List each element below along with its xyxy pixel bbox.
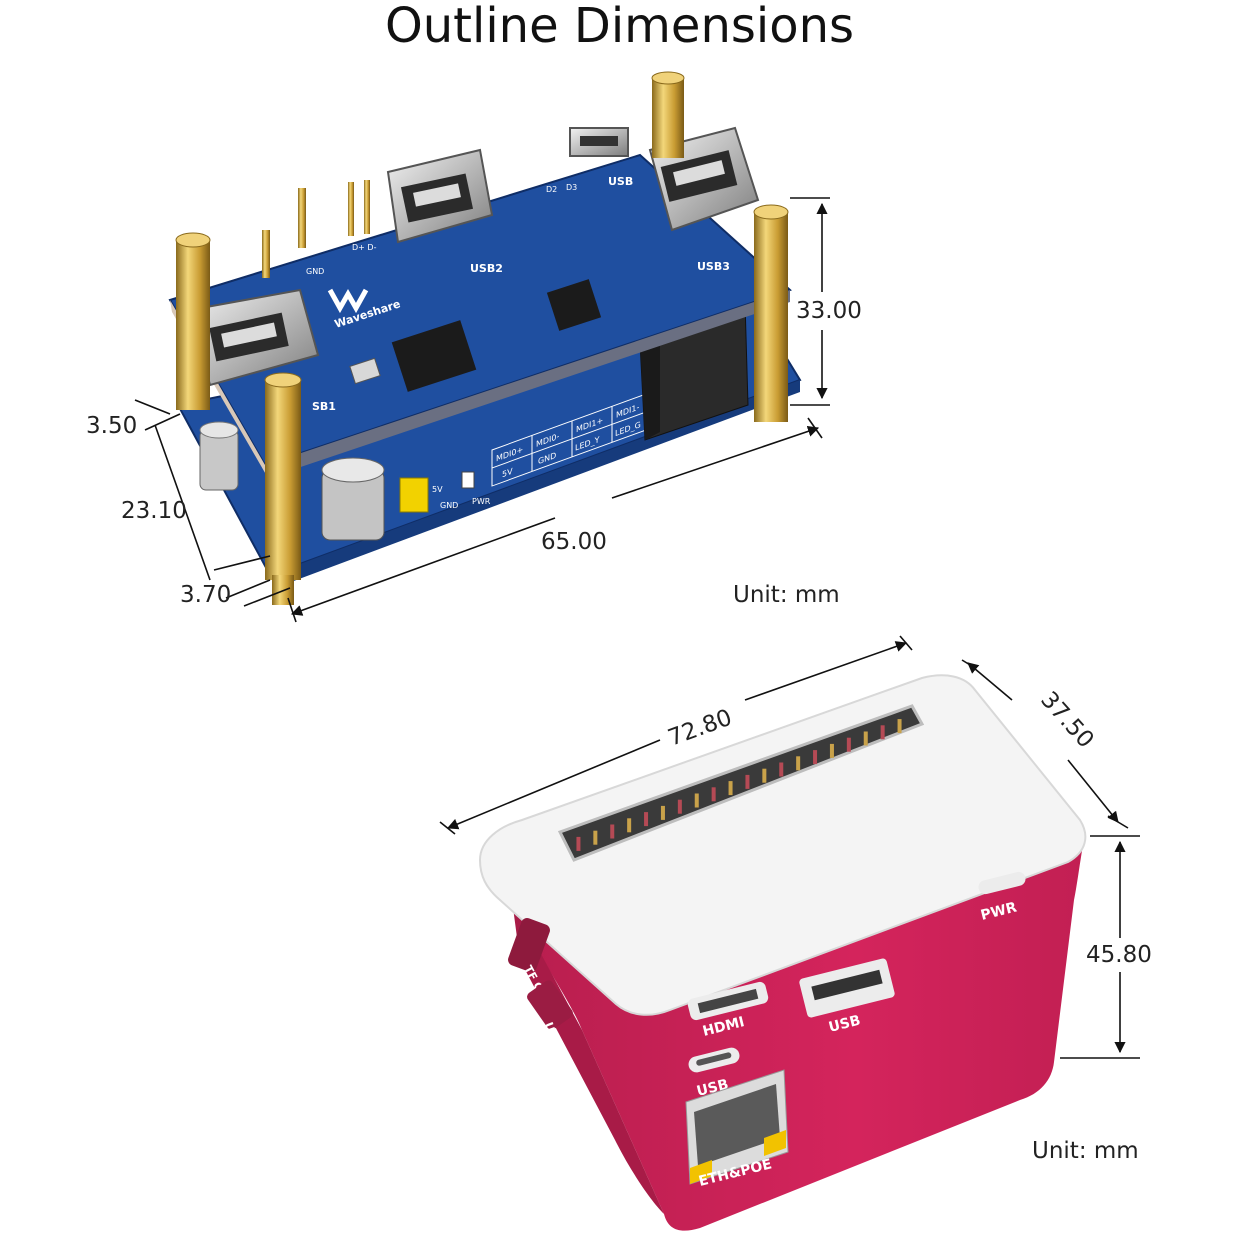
gpio-pin	[677, 799, 682, 814]
standoff-back-left	[175, 232, 211, 410]
case-unit-label: Unit: mm	[1032, 1138, 1139, 1164]
ic-hub	[546, 279, 602, 331]
gpio-pin	[593, 830, 598, 845]
case-dimension-lines	[439, 635, 1140, 1059]
board-unit-label: Unit: mm	[733, 582, 840, 608]
ethernet-port	[685, 1069, 789, 1185]
dim-case-length: 72.80	[665, 705, 736, 752]
pwr-led	[461, 471, 475, 489]
gpio-pin	[863, 731, 868, 746]
dim-board-bottom-offset: 3.70	[180, 582, 231, 608]
pogo-pins	[262, 180, 370, 278]
usb-port-1	[188, 288, 320, 387]
gpio-pin	[796, 756, 801, 771]
upper-pcb-edge	[265, 290, 790, 478]
power-header	[399, 477, 429, 513]
dim-case-height: 45.80	[1086, 942, 1152, 968]
gpio-pin	[846, 737, 851, 752]
capacitor-left	[199, 421, 239, 491]
usb-port-2	[386, 148, 494, 244]
silk-5v-table: 5V	[502, 466, 513, 480]
case-label-usb-a: USB	[827, 1013, 862, 1036]
gpio-pin	[694, 793, 699, 808]
silk-5v: 5V	[432, 485, 443, 494]
silk-usb-top: USB	[608, 175, 633, 188]
micro-usb-port	[569, 127, 629, 157]
silk-d2: D2	[546, 185, 557, 194]
gpio-pin	[644, 812, 649, 827]
gpio-slot	[557, 704, 925, 862]
gpio-pin	[745, 774, 750, 789]
gpio-pin	[779, 762, 784, 777]
gpio-pin	[762, 768, 767, 783]
silk-dpdm: D+ D-	[352, 243, 377, 252]
silk-gnd: GND	[306, 267, 324, 276]
page-title: Outline Dimensions	[384, 0, 855, 54]
case-lid	[478, 674, 1087, 1016]
silk-pwr: PWR	[472, 497, 491, 506]
gpio-pin	[610, 824, 615, 839]
silk-usb1: SB1	[312, 400, 336, 413]
dim-board-top-offset: 3.50	[86, 413, 137, 439]
gpio-pin	[627, 818, 632, 833]
tf-card-slot	[508, 918, 550, 972]
dim-board-height: 33.00	[796, 298, 862, 324]
silk-gnd-lower: GND	[440, 501, 458, 510]
silk-usb3: USB3	[697, 260, 730, 273]
ic-large	[391, 320, 477, 392]
gpio-pin	[576, 836, 581, 851]
capacitor-right	[321, 457, 385, 541]
silk-d3: D3	[566, 183, 577, 192]
side-usb-port	[527, 980, 573, 1030]
gpio-pin	[880, 725, 885, 740]
gpio-pin	[813, 750, 818, 765]
gpio-pin	[660, 805, 665, 820]
gpio-pin	[829, 743, 834, 758]
gpio-pin	[897, 719, 902, 734]
standoff-front-right	[753, 204, 789, 422]
silk-usb2: USB2	[470, 262, 503, 275]
dim-case-width: 37.50	[1035, 687, 1098, 753]
crystal	[349, 357, 381, 385]
board-dimension-lines	[134, 197, 830, 623]
hat-board-assembly: 5V GND PWR MDI0+ MDI0- MDI1+ MDI1- 5V GN…	[168, 71, 802, 605]
dim-board-depth: 23.10	[121, 498, 187, 524]
pwr-led-window	[978, 871, 1026, 895]
dim-board-length: 65.00	[541, 529, 607, 555]
standoff-back-right	[651, 71, 685, 158]
standoff-front-left	[264, 372, 302, 605]
gpio-pin	[728, 781, 733, 796]
case-assembly: HDMI USB USB ETH&POE PWR TF CARD USB	[478, 674, 1087, 1231]
gpio-pin	[711, 787, 716, 802]
